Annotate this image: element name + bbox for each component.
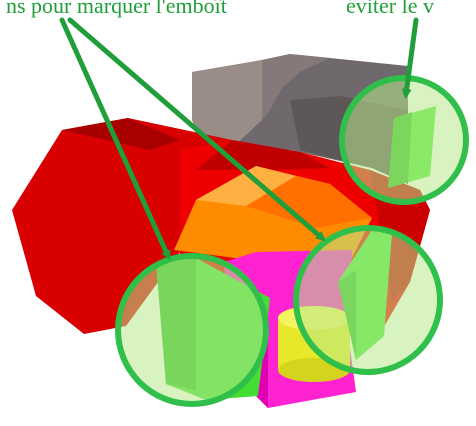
right-annotation-caption: éviter le v	[346, 0, 434, 17]
highlight-circle-top	[342, 78, 466, 202]
highlight-circle-left	[118, 256, 266, 404]
highlight-circle-center	[296, 228, 440, 372]
left-annotation-caption: ns pour marquer l'emboît	[6, 0, 227, 17]
